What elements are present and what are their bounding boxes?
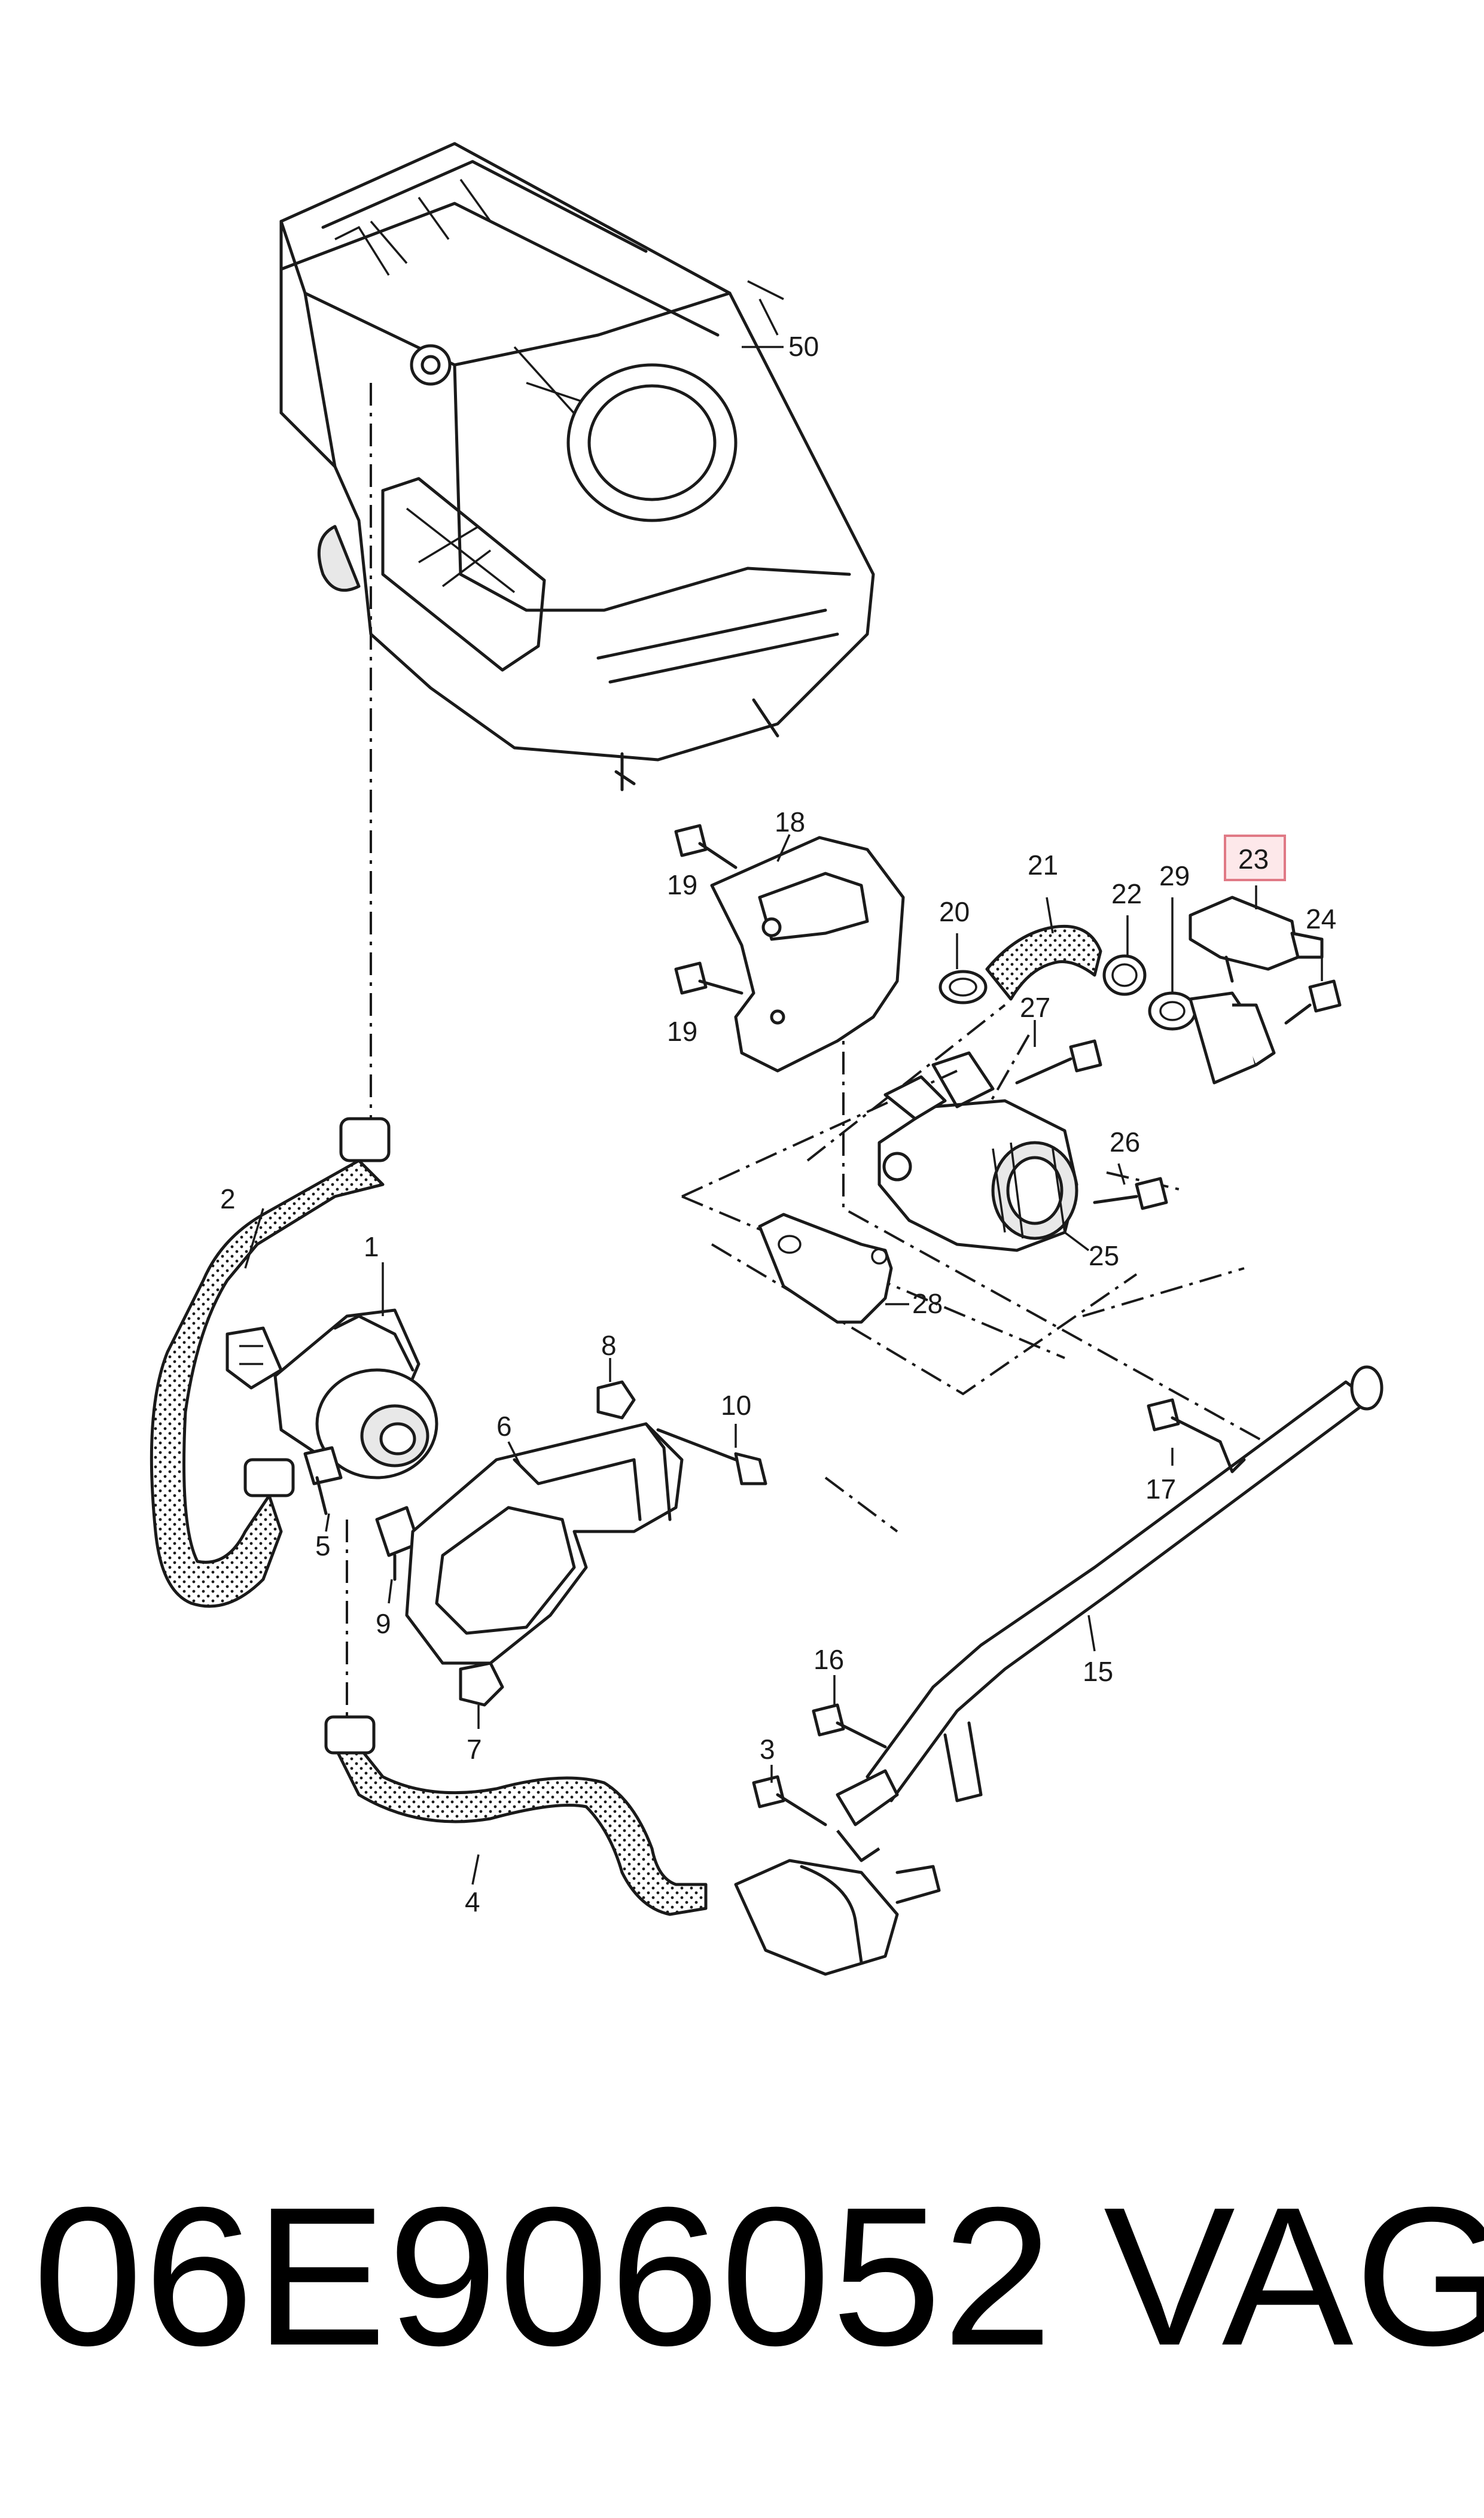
label-23: 23 — [1238, 844, 1269, 875]
label-2: 2 — [220, 1183, 236, 1214]
highlight-box-23 — [1224, 835, 1286, 881]
gasket-29 — [1148, 991, 1197, 1031]
leader-lines — [244, 346, 1323, 1885]
label-28: 28 — [912, 1288, 943, 1319]
lower-hose — [324, 1715, 708, 1916]
bolt-26 — [1093, 1177, 1168, 1210]
nut-8 — [596, 1380, 636, 1420]
label-19b: 19 — [667, 1016, 697, 1047]
air-filter-housing — [279, 142, 875, 791]
combination-valve-lower — [734, 1829, 941, 1976]
pipe-15 — [836, 1365, 1384, 1826]
sensor-bracket — [1189, 991, 1276, 1085]
heat-shield-18 — [710, 836, 905, 1073]
label-19a: 19 — [667, 869, 697, 900]
secondary-air-pump — [226, 1308, 438, 1479]
bolt-19-lower — [674, 961, 743, 995]
brand-name: VAG — [1104, 2166, 1484, 2386]
hose-21 — [985, 924, 1102, 1001]
label-1: 1 — [364, 1231, 379, 1262]
upper-hose — [150, 1117, 391, 1608]
label-50: 50 — [788, 331, 819, 362]
label-27: 27 — [1020, 992, 1050, 1023]
bracket-6 — [405, 1422, 684, 1665]
part-number: 06E906052 — [33, 2166, 1054, 2386]
label-3: 3 — [760, 1734, 775, 1765]
pressure-sensor-23 — [1189, 896, 1324, 983]
clamp-20 — [938, 970, 988, 1004]
clamp-22 — [1102, 954, 1147, 996]
label-26: 26 — [1110, 1126, 1140, 1158]
label-25: 25 — [1089, 1240, 1119, 1271]
label-24: 24 — [1306, 903, 1336, 934]
label-15: 15 — [1083, 1656, 1113, 1687]
combination-valve-25 — [877, 1051, 1078, 1252]
label-5: 5 — [315, 1530, 331, 1561]
bolt-24 — [1284, 979, 1342, 1025]
bolt-10 — [656, 1428, 767, 1485]
label-9: 9 — [376, 1608, 391, 1639]
bolt-5 — [303, 1446, 343, 1515]
label-20: 20 — [939, 896, 970, 927]
nut-7 — [459, 1661, 504, 1707]
bolt-19-upper — [674, 824, 738, 869]
label-21: 21 — [1028, 850, 1058, 881]
gasket-28 — [758, 1213, 893, 1324]
label-17: 17 — [1145, 1473, 1176, 1505]
label-18: 18 — [775, 806, 805, 838]
label-22: 22 — [1111, 878, 1142, 909]
label-10: 10 — [721, 1390, 751, 1421]
bolt-16 — [812, 1703, 887, 1749]
callout-labels: 50 2 1 5 9 6 7 8 10 15 16 3 17 4 18 19 1… — [220, 331, 1336, 1917]
label-4: 4 — [465, 1886, 480, 1917]
bolt-3 — [752, 1775, 827, 1826]
label-29: 29 — [1159, 860, 1190, 891]
bolt-17 — [1147, 1398, 1222, 1444]
bolt-27 — [1015, 1039, 1102, 1085]
label-16: 16 — [813, 1644, 844, 1675]
label-8: 8 — [601, 1330, 617, 1361]
label-6: 6 — [496, 1411, 512, 1442]
label-7: 7 — [467, 1734, 482, 1765]
